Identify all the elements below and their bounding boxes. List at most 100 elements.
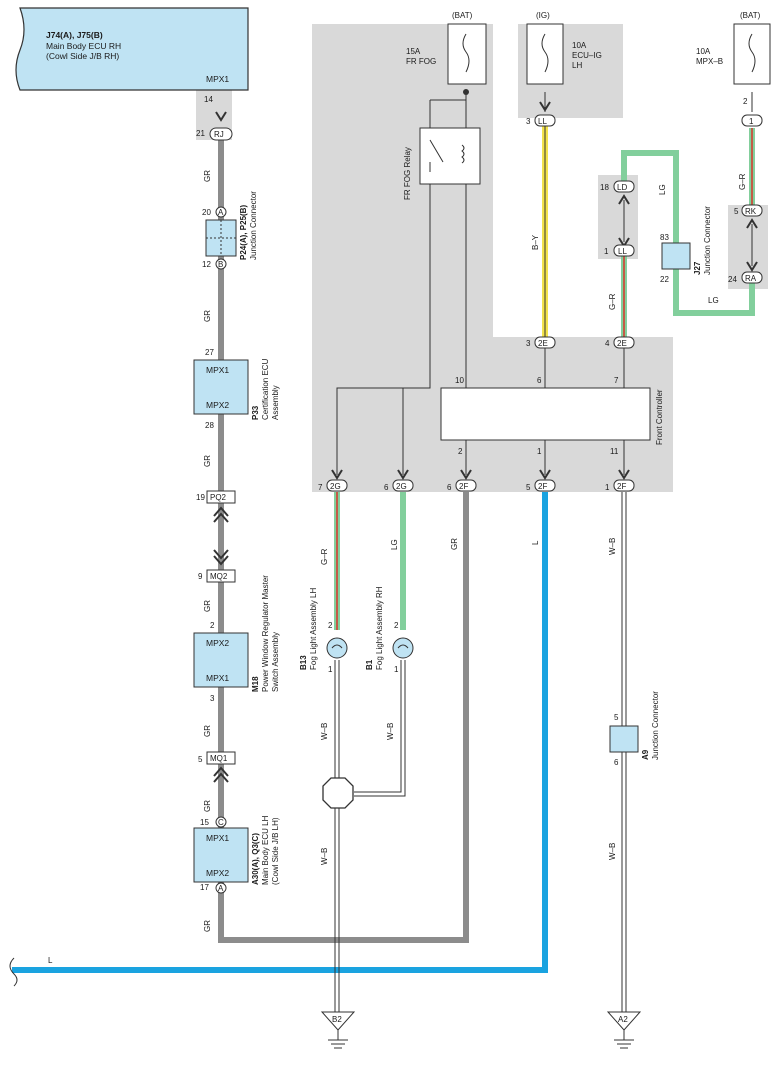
svg-text:2: 2 (394, 621, 399, 630)
wire-gr-loop (218, 140, 469, 943)
svg-text:4: 4 (605, 339, 610, 348)
connector-pq2 (206, 490, 236, 504)
svg-text:5: 5 (198, 755, 203, 764)
svg-text:2: 2 (743, 97, 748, 106)
svg-text:2F: 2F (617, 482, 626, 491)
wire-label-lg2: LG (708, 296, 719, 305)
splice-point (322, 777, 354, 809)
connector-2e-b (613, 336, 635, 349)
arrow-icon (539, 101, 551, 112)
wire-label-gr5: GR (203, 725, 212, 737)
svg-text:18: 18 (600, 183, 609, 192)
wire-label-gr6: GR (203, 800, 212, 812)
svg-text:2E: 2E (538, 339, 548, 348)
wire-label-l2: L (48, 956, 53, 965)
wire-label-gr-red1: G–R (608, 293, 617, 310)
j74-name2: (Cowl Side J/B RH) (46, 51, 119, 61)
a9-junction-connector: 5 6 A9 Junction Connector (609, 691, 660, 767)
svg-text:6: 6 (447, 483, 452, 492)
wire-label-gr4: GR (203, 600, 212, 612)
svg-text:P24(A), P25(B): P24(A), P25(B) (239, 205, 248, 260)
svg-text:B1: B1 (365, 659, 374, 670)
j74-name1: Main Body ECU RH (46, 41, 121, 51)
svg-text:10A: 10A (696, 47, 711, 56)
svg-text:Certification ECU: Certification ECU (261, 358, 270, 420)
svg-text:3: 3 (526, 117, 531, 126)
connector-mq2 (206, 569, 236, 583)
svg-text:2: 2 (210, 621, 215, 630)
svg-text:LL: LL (618, 247, 627, 256)
svg-text:LH: LH (572, 61, 582, 70)
wire-label-wb1: W–B (608, 538, 617, 555)
svg-text:15: 15 (200, 818, 209, 827)
svg-text:1: 1 (537, 447, 542, 456)
chevron-down-icon (213, 549, 229, 566)
svg-text:PQ2: PQ2 (210, 493, 227, 502)
m18-power-window-switch: 2 MPX2 MPX1 3 M18 Power Window Regulator… (193, 575, 280, 703)
svg-text:Power Window Regulator Master: Power Window Regulator Master (261, 575, 270, 692)
fuse-ecu-ig: (IG) 10A ECU–IG LH 3 LL (526, 11, 602, 127)
svg-text:RA: RA (745, 274, 757, 283)
arrow-icon (215, 111, 227, 122)
svg-text:2E: 2E (617, 339, 627, 348)
svg-text:(BAT): (BAT) (452, 11, 473, 20)
svg-text:9: 9 (198, 572, 203, 581)
svg-text:22: 22 (660, 275, 669, 284)
svg-text:6: 6 (384, 483, 389, 492)
j27-junction-connector: 83 22 J27 Junction Connector (660, 206, 712, 284)
svg-text:A2: A2 (618, 1015, 628, 1024)
ground-b2: B2 (320, 1011, 356, 1049)
ground-a2: A2 (606, 1011, 642, 1049)
wire-break-icon (9, 957, 18, 987)
svg-text:MQ2: MQ2 (210, 572, 228, 581)
svg-text:5: 5 (734, 207, 739, 216)
wire-label-gr2: GR (203, 310, 212, 322)
svg-text:20: 20 (202, 208, 211, 217)
svg-text:12: 12 (202, 260, 211, 269)
svg-text:ECU–IG: ECU–IG (572, 51, 602, 60)
wire-label-lg3: LG (390, 539, 399, 550)
a30-main-body-ecu-lh: 15 C MPX1 MPX2 17 A A30(A), Q3(C) Main B… (193, 815, 280, 894)
svg-text:19: 19 (196, 493, 205, 502)
svg-text:(BAT): (BAT) (740, 11, 761, 20)
pin-14: 14 (204, 95, 213, 104)
j74-port: MPX1 (206, 74, 229, 84)
svg-text:15A: 15A (406, 47, 421, 56)
svg-text:83: 83 (660, 233, 669, 242)
svg-text:7: 7 (318, 483, 323, 492)
svg-text:24: 24 (728, 275, 737, 284)
wire-label-by: B–Y (531, 234, 540, 250)
svg-text:FR FOG Relay: FR FOG Relay (403, 147, 412, 200)
svg-text:6: 6 (537, 376, 542, 385)
wire-label-gr8: GR (450, 538, 459, 550)
svg-text:B2: B2 (332, 1015, 342, 1024)
wire-label-gr3: GR (203, 455, 212, 467)
svg-text:J27: J27 (693, 261, 702, 275)
svg-text:1: 1 (749, 117, 754, 126)
b13-fog-light-lh: 2 1 B13 Fog Light Assembly LH (299, 588, 348, 674)
svg-text:MPX1: MPX1 (206, 673, 229, 683)
svg-text:(Cowl Side J/B LH): (Cowl Side J/B LH) (271, 817, 280, 885)
connector-rj (209, 127, 233, 141)
svg-text:(IG): (IG) (536, 11, 550, 20)
wire-label-wb3: W–B (386, 723, 395, 740)
svg-text:MPX1: MPX1 (206, 365, 229, 375)
svg-text:7: 7 (614, 376, 619, 385)
wire-label-gr-red3: G–R (320, 548, 329, 565)
svg-text:2G: 2G (396, 482, 407, 491)
wire-label-gr1: GR (203, 170, 212, 182)
pin-21: 21 (196, 129, 205, 138)
svg-text:1: 1 (605, 483, 610, 492)
svg-text:MPX1: MPX1 (206, 833, 229, 843)
svg-text:RK: RK (745, 207, 757, 216)
svg-text:A: A (218, 208, 224, 217)
svg-text:11: 11 (610, 447, 619, 456)
svg-text:1: 1 (394, 665, 399, 674)
connector-mq1 (206, 751, 236, 765)
svg-text:2F: 2F (538, 482, 547, 491)
svg-text:2G: 2G (330, 482, 341, 491)
svg-text:MPX2: MPX2 (206, 638, 229, 648)
svg-text:Fog Light Assembly LH: Fog Light Assembly LH (309, 588, 318, 670)
p24-junction-connector: A 20 B 12 P24(A), P25(B) Junction Connec… (202, 191, 258, 270)
wire-label-l1: L (531, 540, 540, 545)
